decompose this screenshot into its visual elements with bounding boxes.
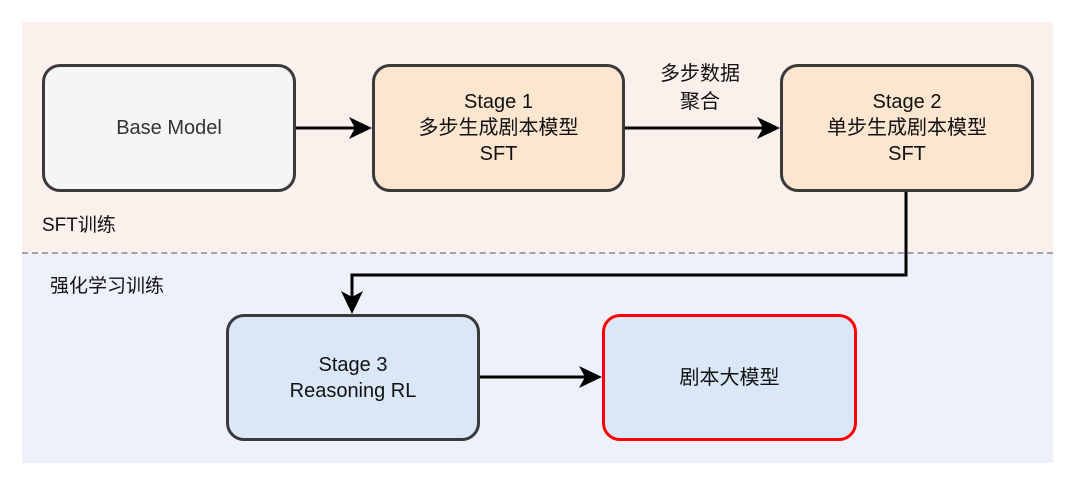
edge-label-line: 多步数据 bbox=[660, 63, 740, 85]
node-stage-2[interactable]: Stage 2 单步生成剧本模型 SFT bbox=[780, 64, 1034, 192]
arrowhead-final bbox=[579, 366, 602, 388]
edge-label-line: 聚合 bbox=[680, 91, 720, 113]
node-stage-3[interactable]: Stage 3 Reasoning RL bbox=[226, 314, 480, 441]
node-label: Stage 2 bbox=[872, 91, 942, 113]
node-stage-1[interactable]: Stage 1 多步生成剧本模型 SFT bbox=[372, 64, 625, 192]
sft-zone-label: SFT训练 bbox=[42, 215, 116, 236]
node-label: 剧本大模型 bbox=[679, 366, 780, 389]
edge-label-aggregate: 多步数据 聚合 bbox=[640, 60, 760, 116]
node-label: Stage 1 bbox=[464, 91, 533, 113]
arrowhead-stage1 bbox=[349, 117, 372, 139]
arrowhead-stage3 bbox=[341, 291, 363, 314]
node-label: Base Model bbox=[116, 117, 222, 139]
node-label: SFT bbox=[479, 143, 518, 165]
node-base-model[interactable]: Base Model bbox=[42, 64, 296, 192]
node-label: 单步生成剧本模型 bbox=[827, 117, 987, 139]
rl-training-zone bbox=[22, 253, 1053, 463]
rl-zone-label: 强化学习训练 bbox=[50, 276, 165, 297]
node-label: 多步生成剧本模型 bbox=[418, 117, 579, 139]
zone-divider bbox=[22, 252, 1053, 254]
node-label: Reasoning RL bbox=[289, 379, 417, 402]
edge-stage2-to-stage3 bbox=[350, 192, 908, 310]
node-label: SFT bbox=[888, 143, 926, 165]
arrowhead-stage2 bbox=[757, 117, 780, 139]
node-final-model[interactable]: 剧本大模型 bbox=[602, 314, 857, 441]
node-label: Stage 3 bbox=[318, 353, 388, 376]
